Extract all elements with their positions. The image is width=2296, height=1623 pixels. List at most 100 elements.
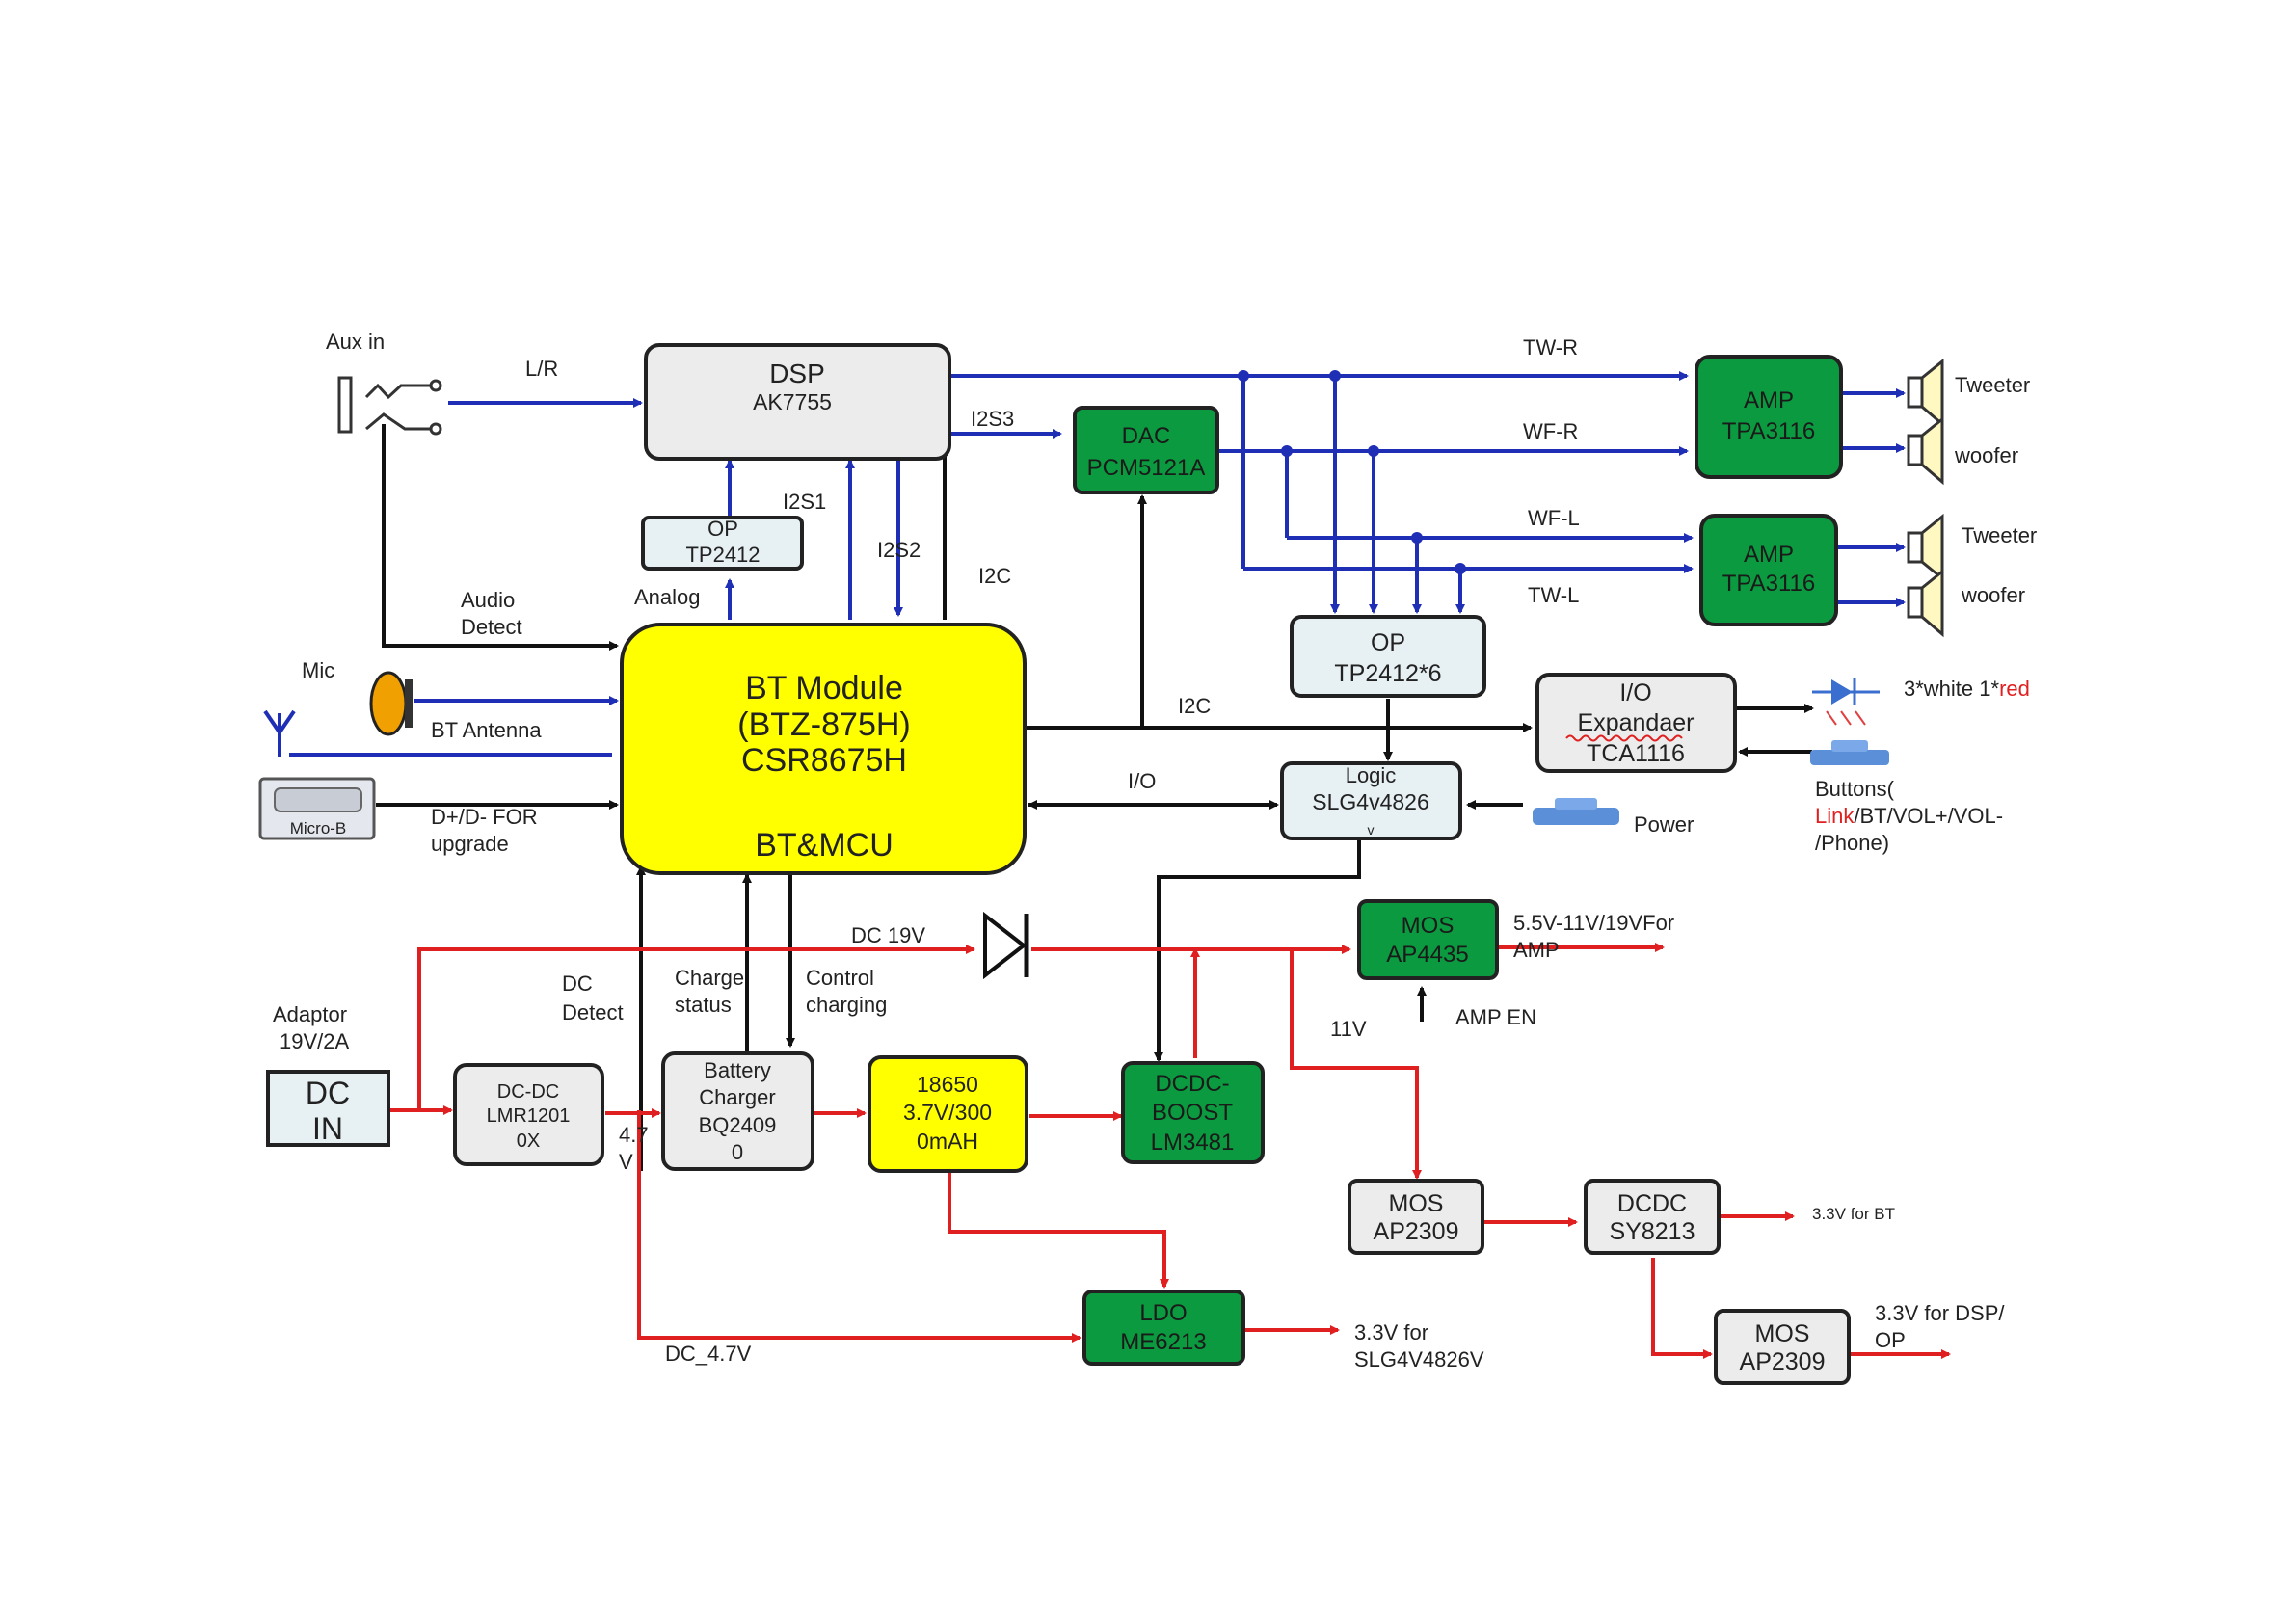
- svg-text:OP: OP: [1371, 629, 1405, 656]
- svg-text:Tweeter: Tweeter: [1962, 523, 2037, 547]
- control-lines: [382, 424, 1814, 1171]
- svg-text:LM3481: LM3481: [1151, 1130, 1235, 1156]
- svg-text:4.7: 4.7: [619, 1123, 649, 1147]
- micro-b-label: Micro-B: [290, 819, 347, 838]
- svg-text:(BTZ-875H): (BTZ-875H): [737, 706, 910, 743]
- svg-text:Link/BT/VOL+/VOL-: Link/BT/VOL+/VOL-: [1815, 804, 2003, 828]
- svg-text:status: status: [675, 993, 732, 1017]
- svg-text:19V/2A: 19V/2A: [280, 1029, 349, 1053]
- svg-text:woofer: woofer: [1961, 583, 2025, 607]
- svg-text:BT&MCU: BT&MCU: [755, 827, 894, 864]
- mic-label: Mic: [302, 658, 334, 682]
- svg-text:Buttons(: Buttons(: [1815, 777, 1895, 801]
- svg-text:MOS: MOS: [1755, 1320, 1810, 1347]
- antenna-icon: [263, 709, 296, 757]
- battery-18650-block: 18650 3.7V/300 0mAH: [868, 1055, 1028, 1173]
- svg-text:TPA3116: TPA3116: [1722, 418, 1816, 444]
- wf-r-label: WF-R: [1523, 419, 1578, 443]
- dsp-title: DSP: [769, 359, 825, 388]
- speaker-woofer-1-icon: [1907, 415, 1944, 486]
- mic-icon: [369, 671, 413, 736]
- dac-block: DAC PCM5121A: [1073, 406, 1219, 494]
- svg-text:AP4435: AP4435: [1386, 942, 1468, 968]
- svg-text:LDO: LDO: [1139, 1300, 1187, 1326]
- dsp-part: AK7755: [753, 389, 832, 414]
- logic-block: Logic SLG4v4826 v: [1280, 761, 1462, 840]
- wf-l-label: WF-L: [1528, 506, 1580, 530]
- svg-text:Tweeter: Tweeter: [1955, 373, 2030, 397]
- svg-text:CSR8675H: CSR8675H: [741, 742, 907, 779]
- amp-block-1: AMP TPA3116: [1695, 355, 1843, 479]
- svg-text:AMP: AMP: [1744, 387, 1794, 413]
- svg-text:DC: DC: [306, 1076, 350, 1110]
- dcdc-boost-block: DCDC- BOOST LM3481: [1121, 1061, 1265, 1164]
- i2s2-label: I2S2: [877, 538, 921, 562]
- svg-text:DCDC: DCDC: [1617, 1190, 1687, 1217]
- tw-l-label: TW-L: [1528, 583, 1579, 607]
- power-label: Power: [1634, 812, 1694, 837]
- svg-text:5.5V-11V/19VFor: 5.5V-11V/19VFor: [1513, 911, 1674, 935]
- svg-text:Battery: Battery: [704, 1058, 771, 1082]
- svg-text:DAC: DAC: [1122, 423, 1171, 449]
- svg-text:MOS: MOS: [1402, 913, 1455, 939]
- micro-usb-icon: Micro-B: [258, 777, 376, 840]
- mos-ap2309-a-block: MOS AP2309: [1348, 1179, 1484, 1255]
- svg-text:TP2412: TP2412: [685, 543, 760, 567]
- dcdc-lmr-block: DC-DC LMR1201 0X: [453, 1063, 604, 1166]
- svg-text:D+/D- FOR: D+/D- FOR: [431, 805, 538, 829]
- svg-text:3.3V for DSP/: 3.3V for DSP/: [1875, 1301, 2005, 1325]
- svg-text:upgrade: upgrade: [431, 832, 509, 856]
- svg-text:3*white 1*red: 3*white 1*red: [1904, 677, 2030, 701]
- io-label: I/O: [1128, 769, 1156, 793]
- svg-text:OP: OP: [1875, 1328, 1906, 1352]
- svg-text:LMR1201: LMR1201: [487, 1105, 571, 1127]
- svg-text:MOS: MOS: [1389, 1190, 1444, 1217]
- i2c-mid-label: I2C: [1178, 694, 1211, 718]
- analog-label: Analog: [634, 585, 701, 609]
- dsp-block: DSP AK7755: [644, 343, 951, 461]
- svg-text:v: v: [1368, 822, 1375, 838]
- power-button-icon: [1533, 798, 1619, 825]
- dc-in-block: DC IN: [266, 1070, 390, 1147]
- speaker-tweeter-2-icon: [1907, 513, 1944, 582]
- out-bt-label: 3.3V for BT: [1812, 1205, 1895, 1223]
- speaker-woofer-2-icon: [1907, 568, 1944, 638]
- svg-text:V: V: [619, 1150, 633, 1174]
- led-icon: [1812, 678, 1880, 726]
- svg-text:/Phone): /Phone): [1815, 831, 1889, 855]
- svg-text:AP2309: AP2309: [1374, 1218, 1459, 1245]
- svg-text:DC: DC: [562, 971, 593, 996]
- svg-text:BQ2409: BQ2409: [699, 1113, 777, 1137]
- dc-47v-label: DC_4.7V: [665, 1342, 752, 1366]
- svg-text:PCM5121A: PCM5121A: [1087, 455, 1206, 481]
- svg-text:OP: OP: [707, 517, 738, 541]
- svg-text:Detect: Detect: [461, 615, 522, 639]
- battery-charger-block: Battery Charger BQ2409 0: [661, 1051, 814, 1171]
- mos-ap2309-b-block: MOS AP2309: [1714, 1309, 1851, 1385]
- speaker-tweeter-1-icon: [1907, 358, 1944, 428]
- svg-text:TP2412*6: TP2412*6: [1334, 660, 1441, 687]
- svg-text:woofer: woofer: [1954, 443, 2018, 467]
- svg-text:SY8213: SY8213: [1610, 1218, 1695, 1245]
- i2s3-label: I2S3: [971, 407, 1014, 431]
- svg-text:DC-DC: DC-DC: [497, 1081, 559, 1103]
- op-tp2412x6-block: OP TP2412*6: [1290, 615, 1486, 698]
- mos-ap4435-block: MOS AP4435: [1357, 899, 1499, 980]
- dc-19v-label: DC 19V: [851, 923, 925, 947]
- io-expander-block: I/O Expandaer TCA1116: [1535, 673, 1737, 773]
- diode-icon: [983, 911, 1029, 980]
- svg-text:3.3V for: 3.3V for: [1354, 1320, 1428, 1344]
- svg-text:SLG4V4826V: SLG4V4826V: [1354, 1347, 1484, 1371]
- svg-text:AP2309: AP2309: [1740, 1348, 1826, 1375]
- svg-text:Expandaer: Expandaer: [1578, 709, 1695, 736]
- amp-block-2: AMP TPA3116: [1699, 514, 1838, 626]
- svg-text:Charge: Charge: [675, 966, 744, 990]
- labels: Aux in L/R Audio Detect Mic BT Antenna D…: [273, 330, 2037, 1371]
- ldo-block: LDO ME6213: [1082, 1290, 1245, 1366]
- i2c-top-label: I2C: [978, 564, 1011, 588]
- svg-text:I/O: I/O: [1619, 679, 1651, 706]
- i2s1-label: I2S1: [783, 490, 826, 514]
- tw-r-label: TW-R: [1523, 335, 1578, 359]
- svg-text:Audio: Audio: [461, 588, 515, 612]
- svg-text:AMP: AMP: [1744, 542, 1794, 568]
